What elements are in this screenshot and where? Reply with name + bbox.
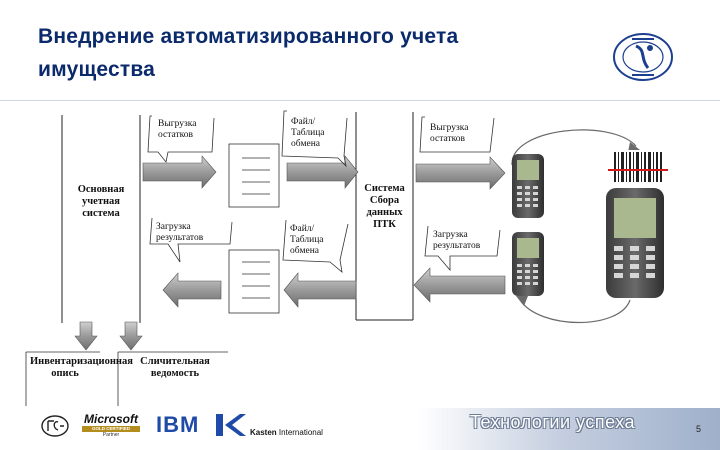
kasten-international-text: Kasten International bbox=[250, 428, 323, 437]
microsoft-wordmark: Microsoft bbox=[82, 412, 140, 426]
kasten-word: Kasten bbox=[250, 428, 277, 437]
main-system-label: Основная учетная система bbox=[64, 184, 138, 220]
international-word: International bbox=[279, 428, 323, 437]
arrow-export-middle bbox=[287, 156, 358, 188]
upload-balances-note: Выгрузка остатков bbox=[430, 123, 492, 145]
ibm-logo: IBM bbox=[156, 413, 199, 437]
handheld-device-large bbox=[606, 188, 664, 298]
arrow-import-left bbox=[163, 273, 221, 307]
document-bottom bbox=[229, 250, 279, 313]
arrow-down-comparison bbox=[120, 322, 142, 350]
barcode-icon bbox=[608, 150, 668, 184]
ibm-wordmark: IBM bbox=[156, 412, 199, 437]
load-results-note: Загрузка результатов bbox=[433, 230, 499, 252]
arrow-export-left bbox=[143, 156, 216, 188]
collection-system-label: Система Сбора данных ПТК bbox=[356, 183, 413, 231]
kasten-logo-mark bbox=[214, 412, 248, 438]
microsoft-partner-logo: Microsoft GOLD CERTIFIED Partner bbox=[82, 412, 140, 438]
import-results-note: Загрузка результатов bbox=[156, 222, 228, 244]
exchange-file-bottom-note: Файл/ Таблица обмена bbox=[290, 224, 342, 257]
handheld-device-bottom bbox=[512, 232, 544, 296]
handheld-device-top bbox=[512, 154, 544, 218]
partner-text: Partner bbox=[82, 432, 140, 438]
arrow-load-right bbox=[414, 268, 505, 302]
arrow-down-inventory bbox=[75, 322, 97, 350]
inventory-list-label: Инвентаризационная опись bbox=[30, 356, 100, 380]
page-number: 5 bbox=[696, 424, 701, 434]
comparison-sheet-label: Сличительная ведомость bbox=[122, 356, 228, 380]
arrow-import-middle bbox=[284, 273, 356, 307]
rostest-icon bbox=[40, 414, 70, 438]
document-top bbox=[229, 144, 279, 207]
export-balances-note: Выгрузка остатков bbox=[158, 119, 214, 141]
slogan-text: Технологии успеха bbox=[470, 412, 635, 433]
cycle-arc-bottom bbox=[520, 300, 630, 323]
exchange-file-top-note: Файл/ Таблица обмена bbox=[291, 117, 343, 150]
arrow-upload-right bbox=[416, 157, 505, 189]
